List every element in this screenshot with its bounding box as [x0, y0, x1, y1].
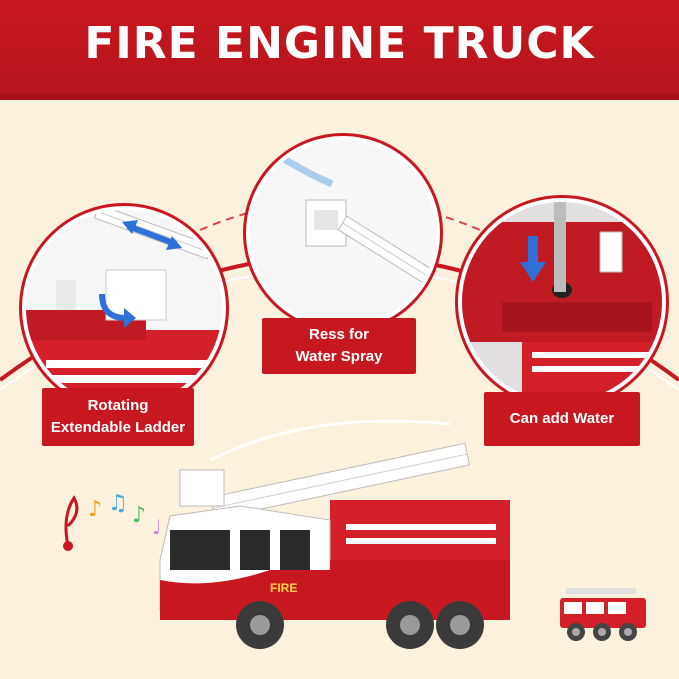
add-water-closeup-illustration [462, 202, 662, 402]
rotate-curve-arrow-icon [99, 293, 136, 328]
label-rotating-ladder: Rotating Extendable Ladder [42, 388, 194, 446]
label-add-water-line1: Can add Water [509, 410, 615, 427]
rotate-arrows-icon [122, 220, 182, 250]
label-water-spray-line1: Ress for [308, 326, 370, 343]
svg-text:♪: ♪ [132, 503, 146, 528]
page-title: FIRE ENGINE TRUCK [84, 18, 595, 69]
water-spray-closeup-illustration [268, 147, 433, 284]
music-notes-icon: ♪ ♫ ♪ ♩ [63, 491, 161, 551]
feature-circle-ladder [22, 206, 226, 410]
feature-circle-add-water [458, 198, 666, 406]
label-water-spray-line2: Water Spray [295, 348, 383, 365]
feature-circle-water-spray [246, 136, 440, 330]
label-water-spray: Ress for Water Spray [262, 318, 416, 374]
svg-text:♪: ♪ [88, 497, 102, 522]
label-rotating-ladder-line2: Extendable Ladder [50, 419, 186, 436]
fire-truck-illustration: FIRE [159, 420, 510, 649]
label-add-water: Can add Water [484, 392, 640, 446]
svg-text:♫: ♫ [108, 491, 128, 516]
water-drop-arrow-icon [520, 236, 546, 282]
title-banner: FIRE ENGINE TRUCK [0, 0, 679, 100]
svg-text:♩: ♩ [152, 515, 161, 539]
truck-fire-text: FIRE [270, 581, 297, 595]
fire-truck-icon [560, 588, 646, 641]
label-rotating-ladder-line1: Rotating [87, 397, 149, 414]
